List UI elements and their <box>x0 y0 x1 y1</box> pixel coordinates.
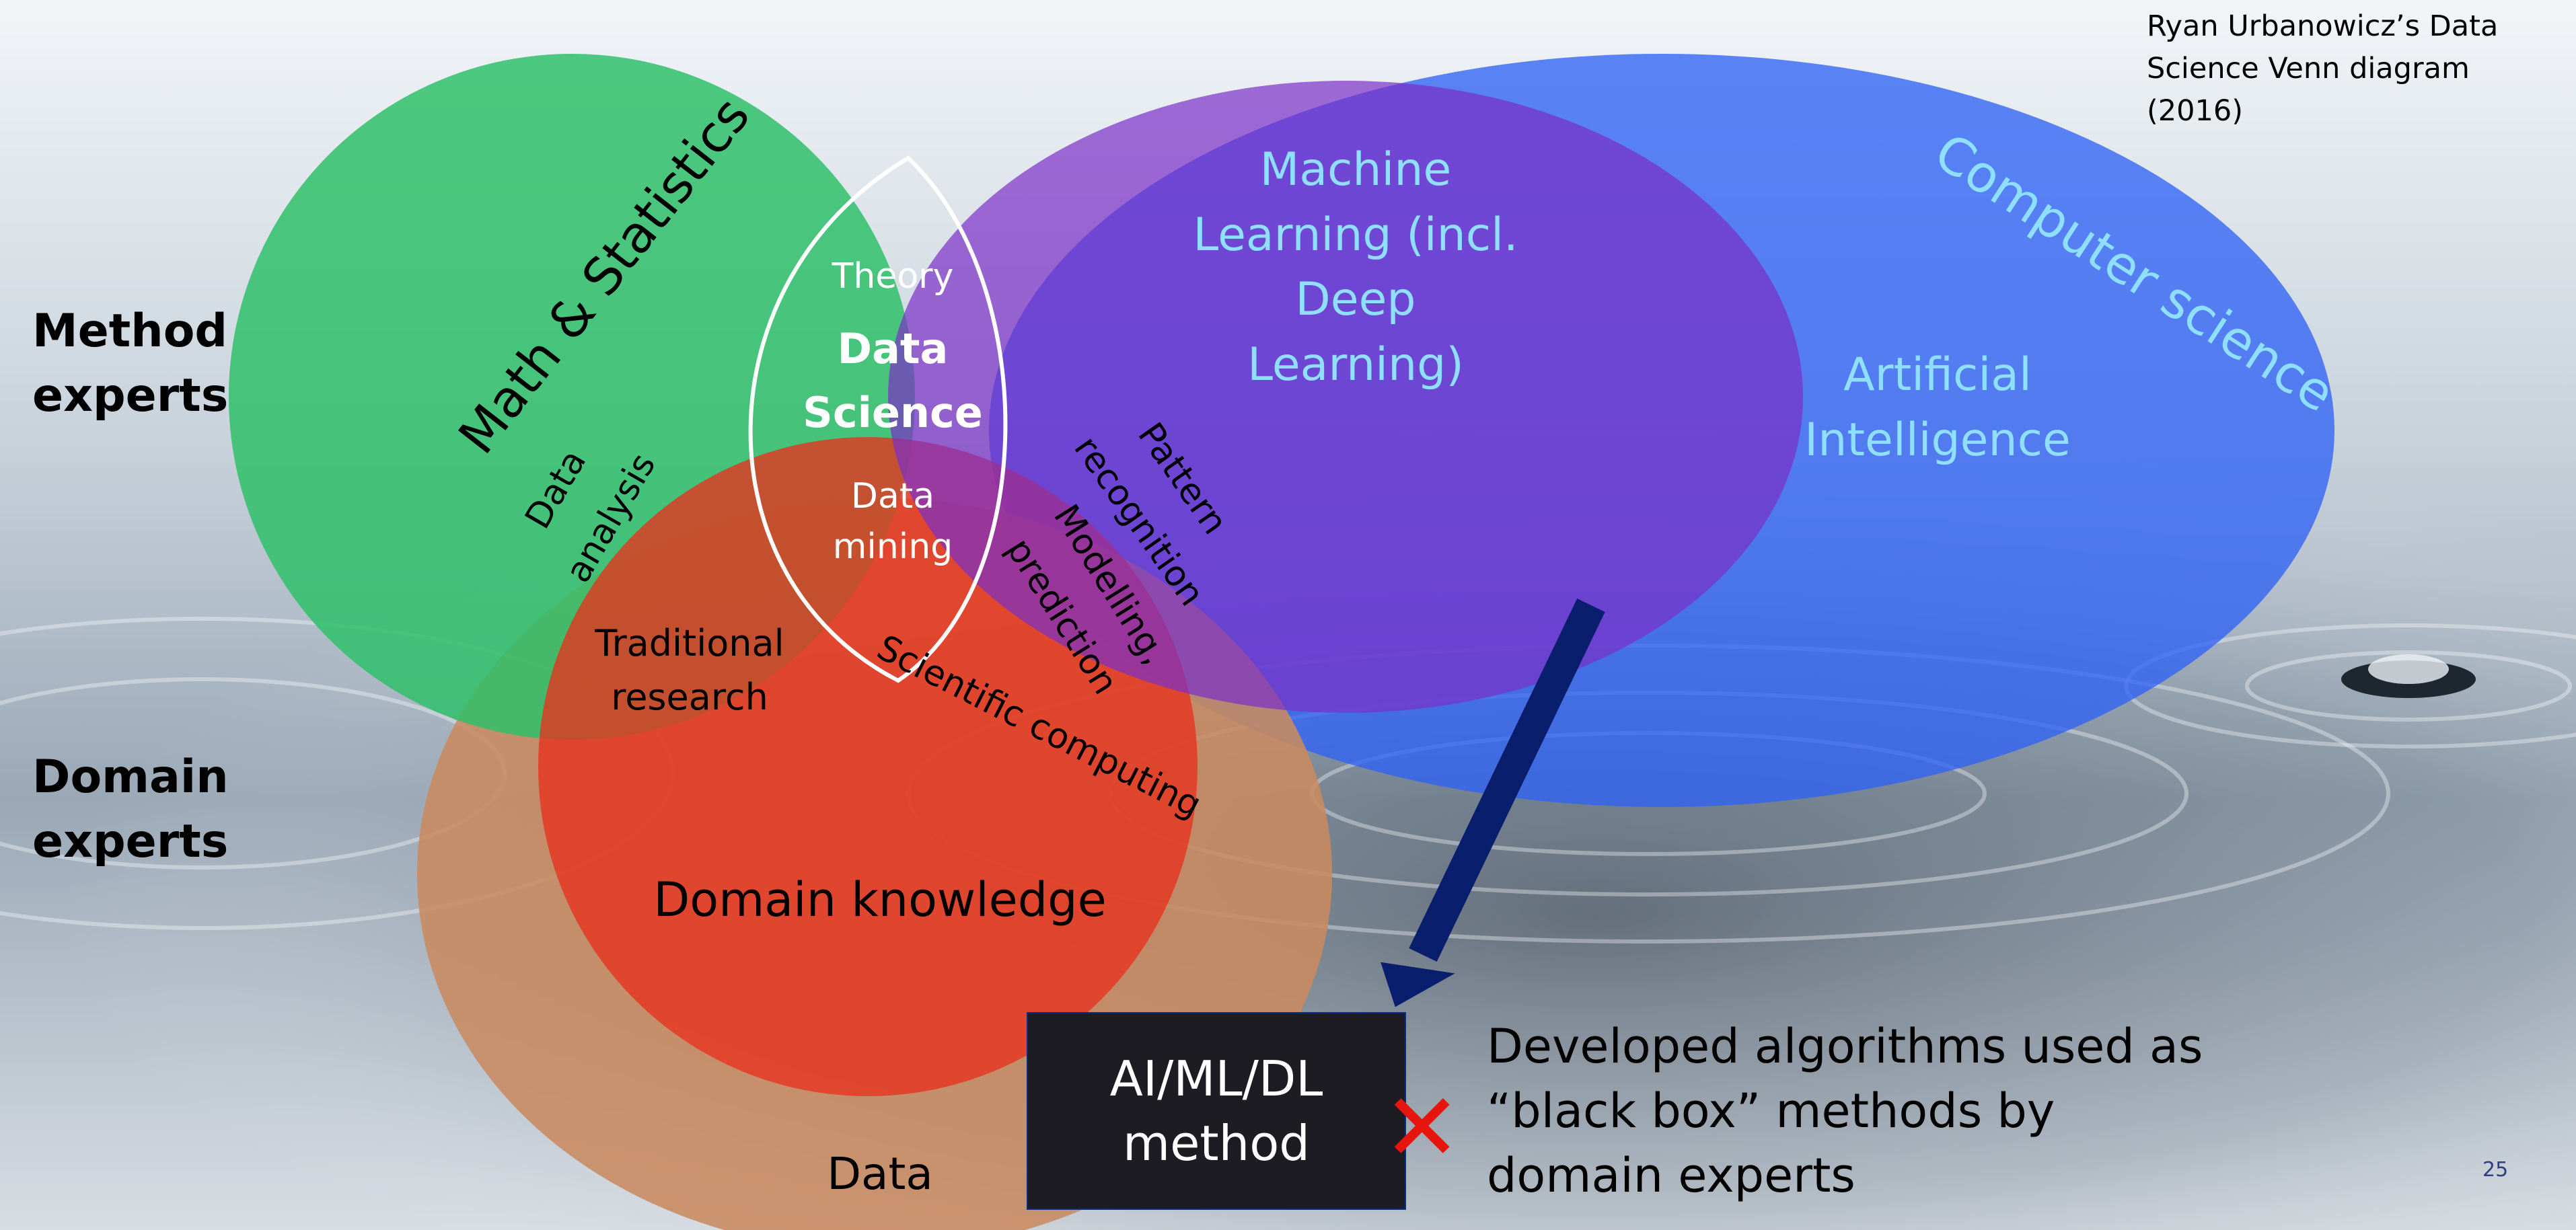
black-box-note: Developed algorithms used as “black box”… <box>1487 1019 2203 1203</box>
source-note: Ryan Urbanowicz’s Data Science Venn diag… <box>2147 9 2499 128</box>
data-science-lens <box>748 155 1008 683</box>
data-label: Data <box>827 1148 933 1200</box>
data-science-label-2: Science <box>803 388 983 437</box>
page-number: 25 <box>2482 1158 2509 1182</box>
ml-label-3: Deep <box>1295 273 1415 326</box>
reject-x-icon: ✕ <box>1383 1073 1462 1183</box>
ml-label-2: Learning (incl. <box>1193 208 1518 262</box>
down-arrow-icon <box>1381 599 1605 1007</box>
ml-label-4: Learning) <box>1247 338 1464 391</box>
method-experts-label: Method experts <box>32 305 229 422</box>
data-science-label-1: Data <box>838 324 949 373</box>
traditional-research-label-1: Traditional <box>594 622 784 664</box>
method-box: AI/ML/DL method <box>1027 1012 1406 1210</box>
domain-knowledge-label: Domain knowledge <box>653 872 1106 927</box>
ai-label-2: Intelligence <box>1804 414 2071 467</box>
water-droplet <box>2341 654 2476 698</box>
domain-experts-label: Domain experts <box>32 751 229 868</box>
theory-label: Theory <box>832 256 954 297</box>
traditional-research-label-2: research <box>611 676 768 718</box>
ml-label-1: Machine <box>1260 143 1452 196</box>
data-mining-label-2: mining <box>833 527 953 567</box>
machine-learning-ellipse <box>888 81 1803 713</box>
data-mining-label-1: Data <box>851 476 934 516</box>
method-box-label: AI/ML/DL method <box>1109 1050 1323 1171</box>
ai-label-1: Artificial <box>1843 348 2032 401</box>
